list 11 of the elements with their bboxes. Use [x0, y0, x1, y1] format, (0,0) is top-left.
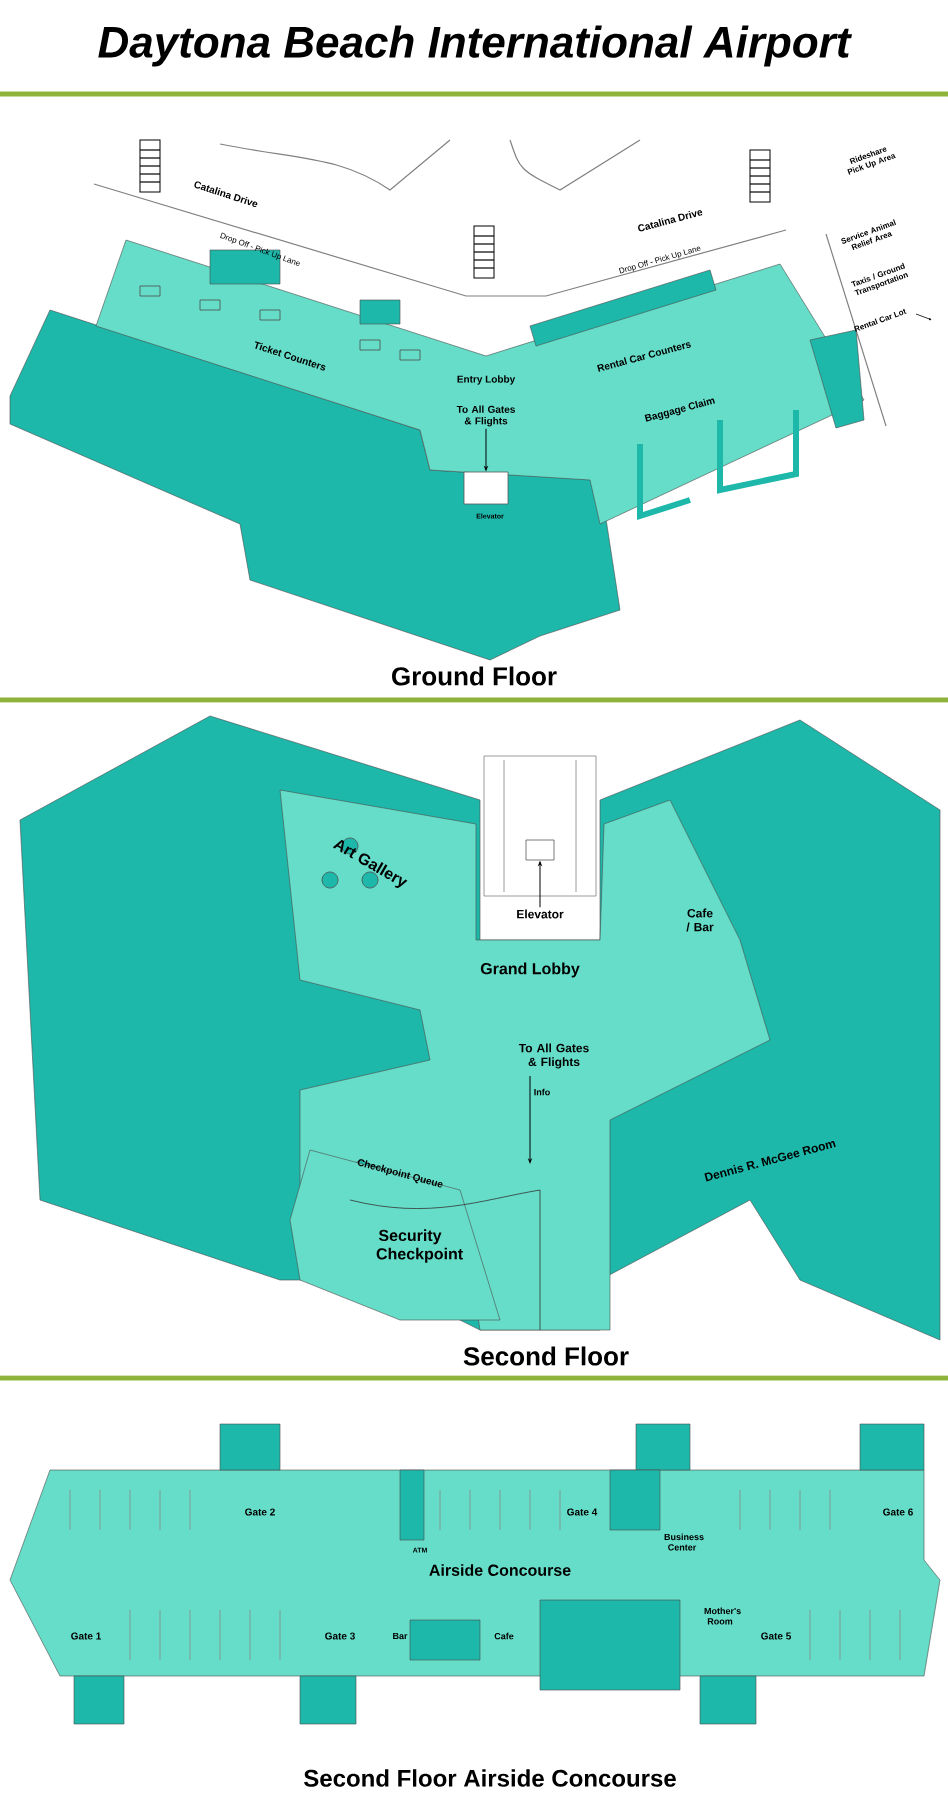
map-label: Ground Floor — [392, 666, 557, 686]
arrow — [484, 428, 488, 471]
arrow — [538, 861, 542, 908]
map-label: Airside Concourse — [429, 1564, 571, 1576]
map-label: Security Checkpoint — [376, 1229, 463, 1263]
map-label: Grand Lobby — [480, 962, 580, 978]
map-title: Daytona Beach International Airport — [98, 25, 852, 67]
map-label: Second Floor Airside Concourse — [304, 1769, 676, 1787]
map-label: Second Floor — [463, 1346, 629, 1366]
elevator-area — [463, 471, 509, 505]
elevator-box — [525, 839, 555, 861]
